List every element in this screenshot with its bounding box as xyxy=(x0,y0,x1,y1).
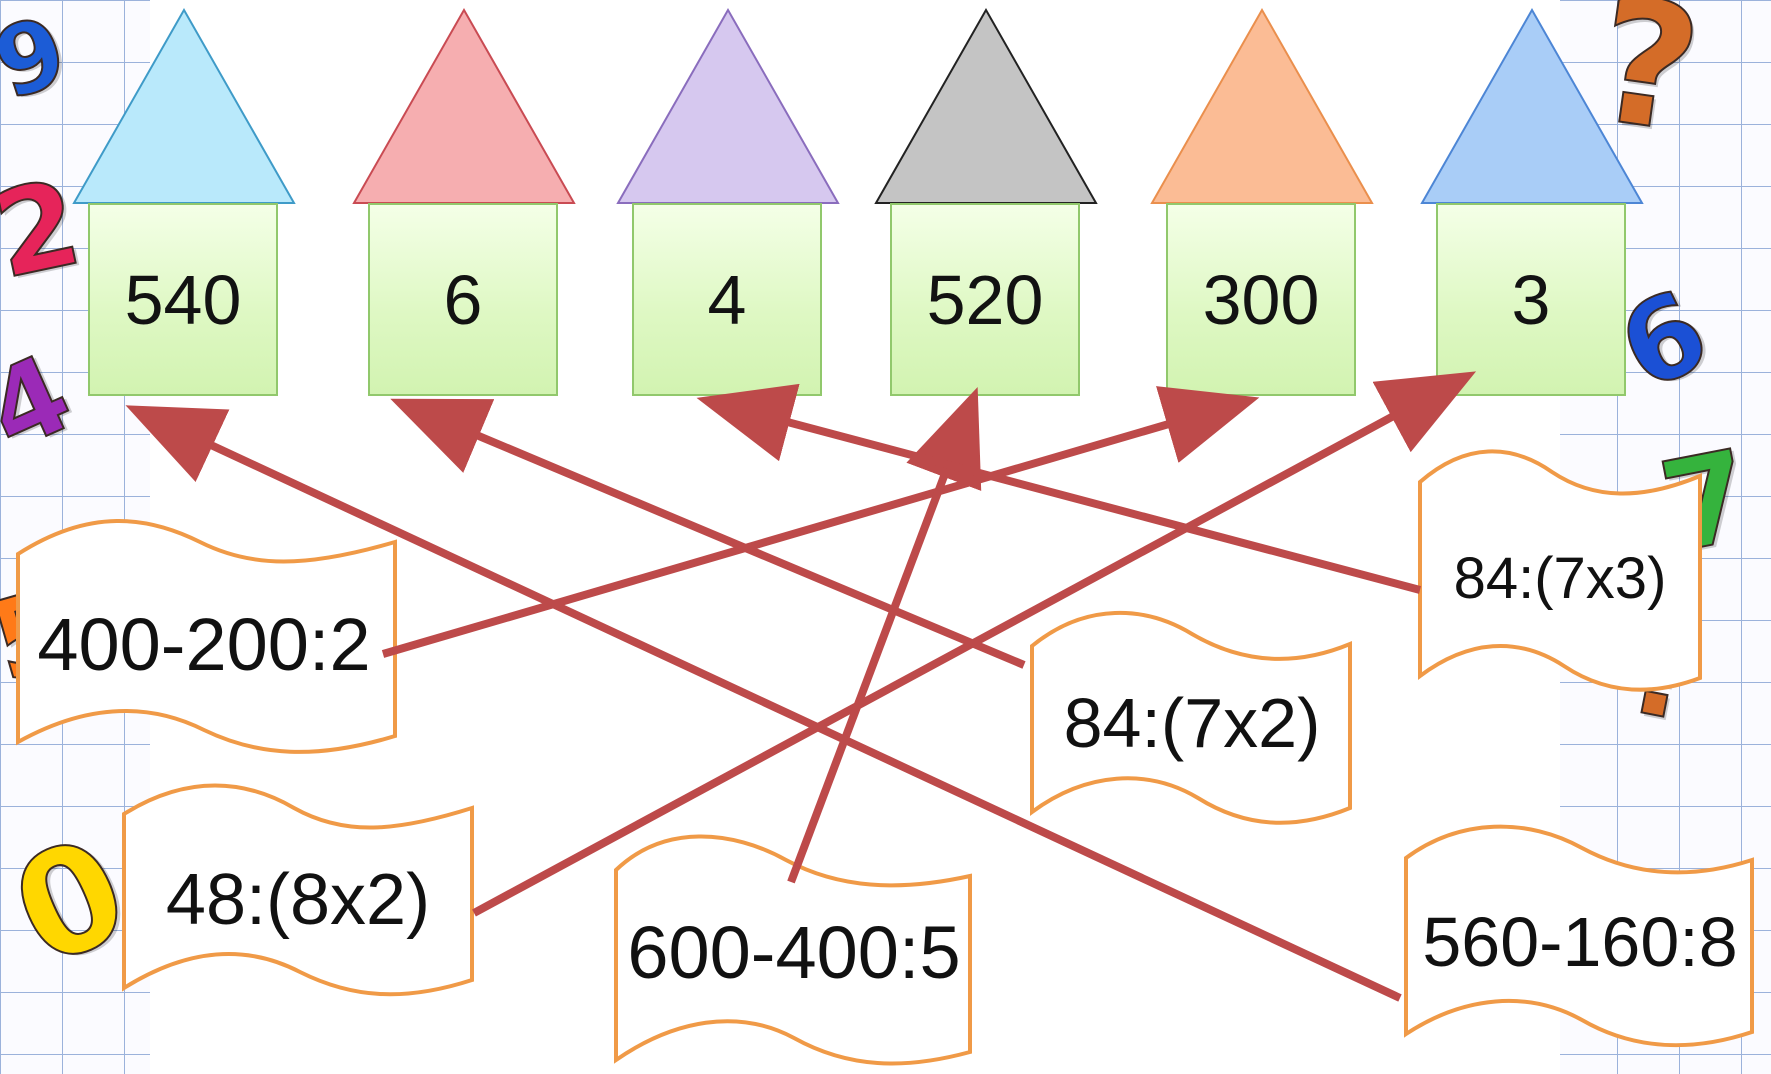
house-3-number: 3 xyxy=(1436,203,1626,396)
house-4: 4 xyxy=(614,7,842,400)
house-300: 300 xyxy=(1148,7,1376,400)
house-520: 520 xyxy=(872,7,1100,400)
house-300-number: 300 xyxy=(1166,203,1356,396)
expression-text: 560-160:8 xyxy=(1422,903,1738,981)
house-520-number: 520 xyxy=(890,203,1080,396)
expression-scroll-84-7x2: 84:(7x2) xyxy=(1028,610,1356,836)
house-540-number: 540 xyxy=(88,203,278,396)
expression-text: 84:(7x2) xyxy=(1063,684,1321,762)
house-4-number: 4 xyxy=(632,203,822,396)
house-3: 3 xyxy=(1418,7,1646,400)
expression-scroll-400-200-2: 400-200:2 xyxy=(10,519,398,764)
expression-text: 84:(7x3) xyxy=(1453,545,1667,611)
expression-scroll-560-160-8: 560-160:8 xyxy=(1402,824,1758,1058)
expression-text: 400-200:2 xyxy=(37,602,371,686)
scroll-outline xyxy=(1418,449,1702,692)
house-6: 6 xyxy=(350,7,578,400)
house-6-number: 6 xyxy=(368,203,558,396)
expression-scroll-600-400-5: 600-400:5 xyxy=(612,832,976,1072)
house-540: 540 xyxy=(70,7,298,400)
expression-text: 600-400:5 xyxy=(627,910,961,994)
expression-scroll-48-8x2: 48:(8x2) xyxy=(118,783,478,1010)
expression-scroll-84-7x3: 84:(7x3) xyxy=(1416,449,1704,704)
scroll-outline xyxy=(1404,824,1754,1048)
expression-text: 48:(8x2) xyxy=(165,860,431,940)
